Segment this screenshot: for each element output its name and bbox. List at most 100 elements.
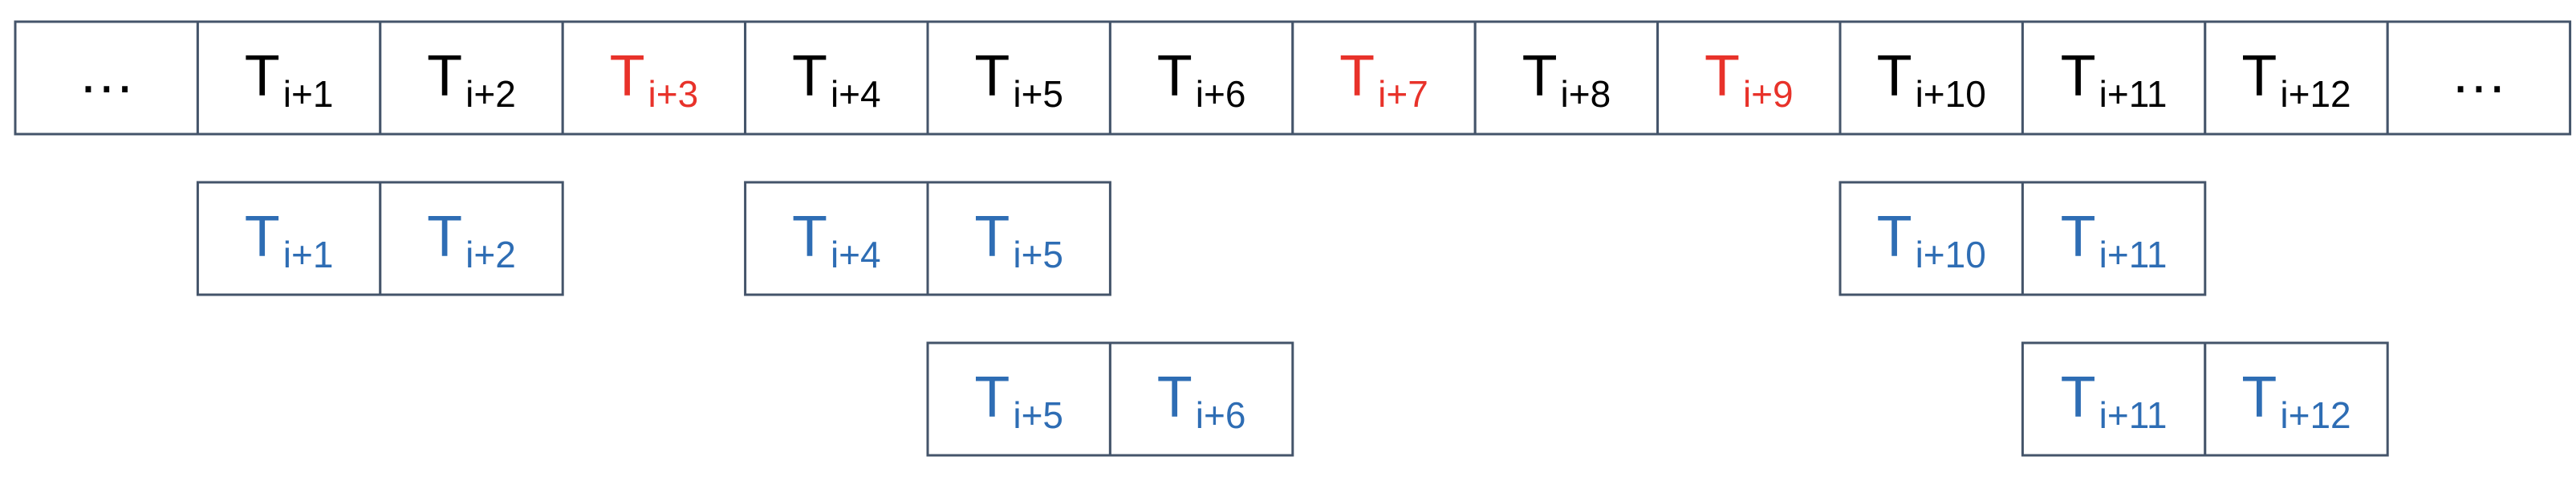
token-label: Ti+4 xyxy=(792,205,881,275)
token-base: T xyxy=(1877,44,1912,108)
ellipsis-text: … xyxy=(2450,41,2508,105)
token-base: T xyxy=(792,205,827,269)
sequence-token-i-plus-10: Ti+10 xyxy=(1839,20,2024,136)
cell-border xyxy=(926,20,1111,136)
ellipsis-text: … xyxy=(78,41,136,105)
token-subscript: i+9 xyxy=(1743,73,1794,115)
cell-border xyxy=(2021,20,2207,136)
sequence-token-i-plus-6: Ti+6 xyxy=(1108,20,1294,136)
token-subscript: i+8 xyxy=(1561,73,1611,115)
token-base: T xyxy=(2241,44,2277,108)
cell-border xyxy=(1839,20,2024,136)
cell-border xyxy=(1108,341,1294,457)
token-label: Ti+9 xyxy=(1704,44,1794,115)
cell-border xyxy=(14,20,199,136)
token-base: T xyxy=(1704,44,1740,108)
token-base: T xyxy=(1877,205,1912,269)
token-label: Ti+5 xyxy=(974,44,1063,115)
token-base: T xyxy=(427,44,462,108)
cell-border xyxy=(196,181,382,296)
token-subscript: i+7 xyxy=(1378,73,1428,115)
token-subscript: i+4 xyxy=(831,234,881,275)
cell-border xyxy=(1656,20,1842,136)
token-base: T xyxy=(2061,44,2096,108)
window-token-i-plus-1: Ti+1 xyxy=(196,181,382,296)
token-label: Ti+6 xyxy=(1157,44,1246,115)
token-subscript: i+2 xyxy=(465,234,516,275)
token-label: Ti+4 xyxy=(792,44,881,115)
token-label: Ti+12 xyxy=(2241,365,2350,436)
sequence-token-i-plus-3: Ti+3 xyxy=(561,20,747,136)
cell-border xyxy=(1291,20,1477,136)
window-group: Ti+11 Ti+12 xyxy=(2021,341,2389,457)
token-base: T xyxy=(2061,205,2096,269)
cell-border xyxy=(2386,20,2572,136)
cell-border xyxy=(926,341,1111,457)
token-subscript: i+10 xyxy=(1916,234,1986,275)
window-token-i-plus-10: Ti+10 xyxy=(1839,181,2024,296)
sequence-token-i-plus-1: Ti+1 xyxy=(196,20,382,136)
sequence-token-i-plus-12: Ti+12 xyxy=(2204,20,2389,136)
cell-border xyxy=(2021,181,2207,296)
sequence-token-i-plus-8: Ti+8 xyxy=(1473,20,1660,136)
token-subscript: i+5 xyxy=(1013,394,1063,436)
token-base: T xyxy=(1522,44,1558,108)
token-label: Ti+12 xyxy=(2241,44,2350,115)
token-subscript: i+2 xyxy=(465,73,516,115)
token-base: T xyxy=(245,44,280,108)
token-label: Ti+6 xyxy=(1157,365,1246,436)
sequence-token-i-plus-11: Ti+11 xyxy=(2021,20,2207,136)
sequence-ellipsis-right: … xyxy=(2386,20,2572,136)
cell-border xyxy=(926,181,1111,296)
token-base: T xyxy=(2241,365,2277,430)
window-token-i-plus-11: Ti+11 xyxy=(2021,181,2207,296)
token-subscript: i+1 xyxy=(283,73,334,115)
token-subscript: i+1 xyxy=(283,234,334,275)
token-base: T xyxy=(610,44,645,108)
cell-border xyxy=(379,181,564,296)
cell-border xyxy=(561,20,747,136)
token-label: Ti+1 xyxy=(245,44,334,115)
token-label: Ti+11 xyxy=(2061,365,2168,436)
window-token-i-plus-11: Ti+11 xyxy=(2021,341,2207,457)
window-token-i-plus-2: Ti+2 xyxy=(379,181,564,296)
token-base: T xyxy=(427,205,462,269)
sequence-ellipsis-left: … xyxy=(14,20,199,136)
cell-border xyxy=(1108,20,1294,136)
token-base: T xyxy=(1157,44,1193,108)
window-token-i-plus-4: Ti+4 xyxy=(744,181,929,296)
token-subscript: i+12 xyxy=(2280,73,2350,115)
token-subscript: i+3 xyxy=(648,73,699,115)
token-label: Ti+10 xyxy=(1877,44,1986,115)
token-subscript: i+10 xyxy=(1916,73,1986,115)
token-subscript: i+11 xyxy=(2099,234,2168,275)
token-label: Ti+1 xyxy=(245,205,334,275)
token-subscript: i+11 xyxy=(2099,73,2168,115)
token-subscript: i+11 xyxy=(2099,394,2168,436)
token-label: Ti+8 xyxy=(1522,44,1611,115)
cell-border xyxy=(2204,341,2389,457)
token-subscript: i+5 xyxy=(1013,234,1063,275)
token-base: T xyxy=(1339,44,1375,108)
token-base: T xyxy=(2061,365,2096,430)
token-base: T xyxy=(245,205,280,269)
cell-border xyxy=(2021,341,2207,457)
token-label: Ti+3 xyxy=(610,44,699,115)
sequence-token-i-plus-9: Ti+9 xyxy=(1656,20,1842,136)
window-token-i-plus-6: Ti+6 xyxy=(1108,341,1294,457)
token-base: T xyxy=(974,205,1010,269)
window-token-i-plus-5: Ti+5 xyxy=(926,181,1111,296)
token-base: T xyxy=(1157,365,1193,430)
sequence-token-i-plus-2: Ti+2 xyxy=(379,20,564,136)
token-subscript: i+6 xyxy=(1196,73,1246,115)
token-subscript: i+6 xyxy=(1196,394,1246,436)
token-base: T xyxy=(974,365,1010,430)
window-token-i-plus-5: Ti+5 xyxy=(926,341,1111,457)
sequence-token-i-plus-7: Ti+7 xyxy=(1291,20,1477,136)
cell-border xyxy=(196,20,382,136)
sequence-token-i-plus-5: Ti+5 xyxy=(926,20,1111,136)
